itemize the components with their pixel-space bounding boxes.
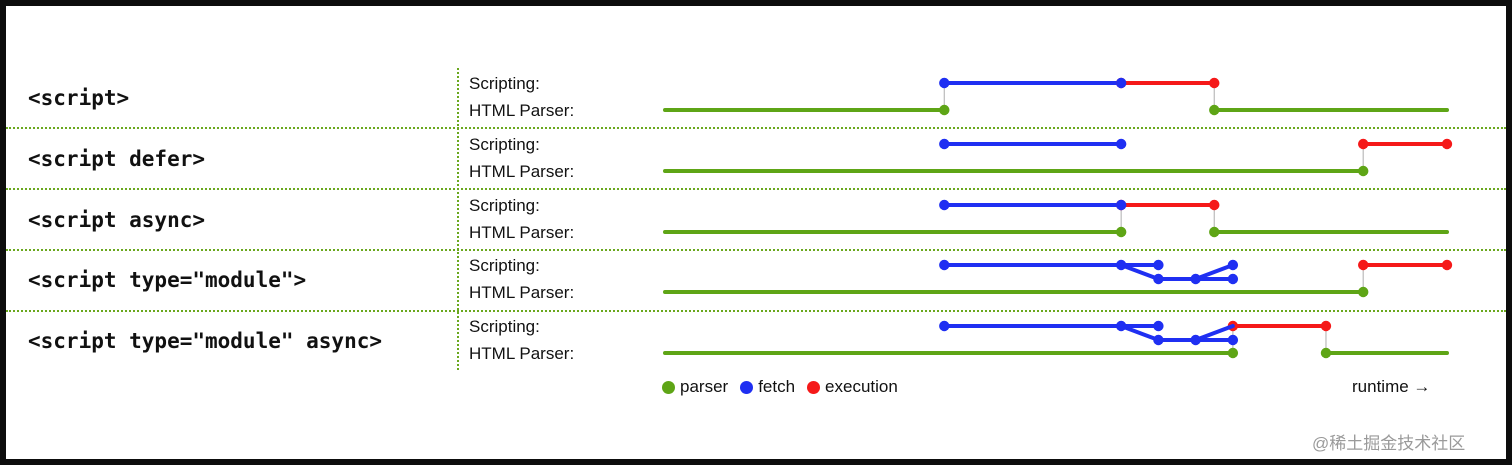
module-fetch-node <box>1115 320 1127 332</box>
module-fetch-node <box>1153 334 1164 346</box>
runtime-axis-label: runtime → <box>1352 377 1431 396</box>
module-fetch-node <box>1115 259 1127 271</box>
row-label-script: <script> <box>28 86 130 110</box>
parser-color-swatch <box>662 380 675 394</box>
fetch-start-point <box>939 77 950 89</box>
legend-label: fetch <box>758 377 796 396</box>
scripting-lane-label: Scripting: <box>469 317 540 336</box>
fetch-end-point <box>1115 199 1127 211</box>
row-label-script-module: <script type="module"> <box>28 268 307 292</box>
scripting-lane-label: Scripting: <box>469 135 540 154</box>
execution-end-point <box>1320 320 1332 332</box>
fetch-end-point <box>1115 77 1127 89</box>
execution-end-point <box>1441 138 1453 150</box>
watermark: @稀土掘金技术社区 <box>1312 434 1466 453</box>
parser-pause-point <box>1227 347 1239 359</box>
execution-end-point <box>1209 199 1220 211</box>
parser-lane-label: HTML Parser: <box>469 283 575 302</box>
row-divider <box>6 127 1506 129</box>
parser-pause-point <box>939 104 950 116</box>
row-label-script-async: <script async> <box>28 208 206 232</box>
module-fetch-node <box>1190 334 1201 346</box>
parser-pause-point <box>1115 226 1127 238</box>
execution-end-point <box>1209 77 1220 89</box>
parser-pause-point <box>1358 286 1369 298</box>
fetch-start-point <box>939 320 950 332</box>
parser-lane-label: HTML Parser: <box>469 344 575 363</box>
execution-color-swatch <box>807 380 821 394</box>
module-fetch-node <box>1227 334 1239 346</box>
timeline-chart <box>663 77 1453 359</box>
row-label-script-module-async: <script type="module" async> <box>28 329 383 353</box>
scripting-lane-label: Scripting: <box>469 74 540 93</box>
legend-item-fetch: fetch <box>740 377 795 397</box>
fetch-start-point <box>939 138 950 150</box>
fetch-end-point <box>1115 138 1127 150</box>
row-divider <box>6 188 1506 190</box>
parser-resume-point <box>1209 226 1220 238</box>
legend-label: parser <box>680 377 729 396</box>
module-fetch-node <box>1153 273 1164 285</box>
scripting-lane-label: Scripting: <box>469 256 540 275</box>
execution-start-point <box>1358 259 1369 271</box>
module-fetch-node <box>1153 320 1164 332</box>
module-fetch-node <box>1227 259 1239 271</box>
parser-resume-point <box>1209 104 1220 116</box>
module-fetch-branch <box>1193 263 1235 281</box>
row-divider <box>6 249 1506 251</box>
label-divider <box>457 68 459 370</box>
row-label-script-defer: <script defer> <box>28 147 206 171</box>
scripting-lane-label: Scripting: <box>469 196 540 215</box>
row-divider <box>6 310 1506 312</box>
parser-pause-point <box>1358 165 1369 177</box>
execution-start-point <box>1358 138 1369 150</box>
module-fetch-branch <box>1119 263 1161 281</box>
fetch-color-swatch <box>740 380 754 394</box>
legend-item-execution: execution <box>807 377 898 397</box>
legend-label: execution <box>825 377 898 396</box>
legend: parser fetch execution <box>662 377 910 397</box>
parser-resume-point <box>1320 347 1332 359</box>
module-fetch-branch <box>1193 324 1235 342</box>
fetch-start-point <box>939 199 950 211</box>
module-fetch-node <box>1190 273 1201 285</box>
module-fetch-node <box>1227 273 1239 285</box>
module-fetch-branch <box>1119 324 1161 342</box>
parser-lane-label: HTML Parser: <box>469 162 575 181</box>
legend-item-parser: parser <box>662 377 728 397</box>
fetch-start-point <box>939 259 950 271</box>
execution-end-point <box>1441 259 1453 271</box>
script-loading-diagram: <script> Scripting: HTML Parser: <script… <box>6 6 1506 459</box>
parser-lane-label: HTML Parser: <box>469 101 575 120</box>
module-fetch-node <box>1153 259 1164 271</box>
parser-lane-label: HTML Parser: <box>469 223 575 242</box>
